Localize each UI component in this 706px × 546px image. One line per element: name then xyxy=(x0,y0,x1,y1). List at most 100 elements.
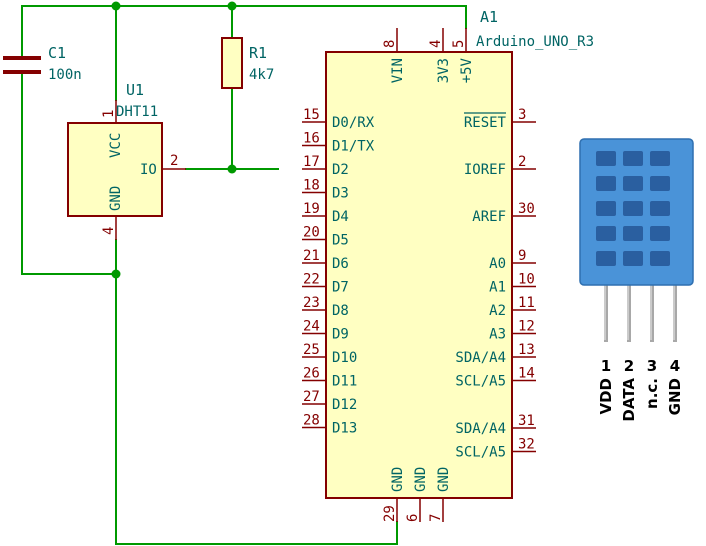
sensor-grille-slot xyxy=(650,151,670,166)
arduino-pin-num: 22 xyxy=(303,272,320,288)
arduino-ref: A1 xyxy=(480,8,498,26)
sensor-legs xyxy=(604,282,677,342)
arduino-pin-num: 20 xyxy=(303,225,320,241)
arduino-pin-name: A0 xyxy=(489,256,506,272)
arduino-pin-num: 3 xyxy=(518,107,526,123)
arduino-pin-name: A3 xyxy=(489,327,506,343)
arduino-value: Arduino_UNO_R3 xyxy=(476,34,594,50)
arduino-pin-name: A1 xyxy=(489,280,506,296)
arduino-pin-name: D9 xyxy=(332,327,349,343)
arduino-pin-num: 17 xyxy=(303,154,320,170)
sensor-grille-slot xyxy=(596,226,616,241)
arduino-pin-name: D5 xyxy=(332,233,349,249)
u1-pin-name: GND xyxy=(108,186,124,211)
u1-value: DHT11 xyxy=(116,104,158,120)
arduino-pin-name: D1/TX xyxy=(332,139,375,155)
arduino-pin-num: 18 xyxy=(303,178,320,194)
arduino-pin-num: 24 xyxy=(303,319,320,335)
sensor-grille-slot xyxy=(596,151,616,166)
arduino-pin-name: VIN xyxy=(390,58,406,83)
u1-body xyxy=(67,122,163,217)
u1-pin-num: 1 xyxy=(101,110,117,118)
junction-dot xyxy=(227,1,237,11)
sensor-grille-slot xyxy=(596,251,616,266)
arduino-pin-name: D10 xyxy=(332,350,357,366)
sensor-grille-slot xyxy=(623,151,643,166)
u1-ref: U1 xyxy=(126,81,144,99)
arduino-pin-name: 3V3 xyxy=(436,58,452,83)
sensor-grille-slot xyxy=(596,201,616,216)
resistor-body xyxy=(221,37,243,89)
arduino-pin-name: D8 xyxy=(332,303,349,319)
capacitor-c1: C1 100n xyxy=(3,44,82,83)
arduino-pin-num: 32 xyxy=(518,437,535,453)
sensor-grille-slot xyxy=(623,226,643,241)
arduino-pin-num: 16 xyxy=(303,131,320,147)
arduino-pin-name: RESET xyxy=(464,115,507,131)
sensor-u1: U1 DHT11 1 VCC GND 4 IO 2 xyxy=(67,81,186,240)
junction-dot xyxy=(111,269,121,279)
arduino-pin-name: SCL/A5 xyxy=(455,445,506,461)
arduino-pin-num: 26 xyxy=(303,366,320,382)
sensor-pin-number: 2 xyxy=(624,357,634,375)
capacitor-value: 100n xyxy=(48,67,82,83)
arduino-pin-name: D4 xyxy=(332,209,349,225)
arduino-pin-name: A2 xyxy=(489,303,506,319)
sensor-grille-slot xyxy=(650,251,670,266)
arduino-pin-num: 11 xyxy=(518,295,535,311)
sensor-pin-number: 3 xyxy=(647,357,657,375)
arduino-pin-num: 23 xyxy=(303,295,320,311)
sensor-grille-slot xyxy=(623,201,643,216)
arduino-pin-num: 27 xyxy=(303,389,320,405)
sensor-pin-label: VDD xyxy=(597,378,615,415)
u1-pin-num: 4 xyxy=(101,227,117,235)
arduino-pin-name: D0/RX xyxy=(332,115,375,131)
arduino-pin-name: D13 xyxy=(332,421,357,437)
arduino-pin-num: 10 xyxy=(518,272,535,288)
arduino-pin-num: 21 xyxy=(303,248,320,264)
arduino-pin-num: 9 xyxy=(518,248,526,264)
resistor-ref: R1 xyxy=(249,44,267,62)
sensor-pin-label: GND xyxy=(666,378,684,415)
arduino-pin-num: 29 xyxy=(382,505,398,522)
wires xyxy=(21,1,467,545)
arduino-pin-name: SCL/A5 xyxy=(455,374,506,390)
arduino-pin-num: 2 xyxy=(518,154,526,170)
arduino-pin-name: D7 xyxy=(332,280,349,296)
u1-pin-num: 2 xyxy=(170,153,178,169)
sensor-grille-slot xyxy=(596,176,616,191)
arduino-pin-name: IOREF xyxy=(464,162,506,178)
arduino-pin-num: 6 xyxy=(405,514,421,522)
sensor-pin-number: 4 xyxy=(670,357,680,375)
sensor-pin-number: 1 xyxy=(601,357,611,375)
sensor-grille-slot xyxy=(650,226,670,241)
arduino-pin-name: D12 xyxy=(332,397,357,413)
arduino-pin-name: GND xyxy=(413,467,429,492)
u1-pin-name: IO xyxy=(140,162,157,178)
arduino-pin-name: D11 xyxy=(332,374,357,390)
junction-dot xyxy=(111,1,121,11)
sensor-pin-label: DATA xyxy=(620,378,638,422)
arduino-pin-name: SDA/A4 xyxy=(455,350,506,366)
arduino-pin-num: 28 xyxy=(303,413,320,429)
arduino-body xyxy=(325,51,513,499)
arduino-pin-num: 14 xyxy=(518,366,535,382)
arduino-pin-num: 5 xyxy=(451,40,467,48)
arduino-pin-name: D6 xyxy=(332,256,349,272)
arduino-pin-num: 31 xyxy=(518,413,535,429)
sensor-pin-label: n.c. xyxy=(643,378,661,409)
arduino-pin-name: GND xyxy=(390,467,406,492)
arduino-pin-num: 25 xyxy=(303,342,320,358)
arduino-pin-num: 7 xyxy=(428,514,444,522)
resistor-r1: R1 4k7 xyxy=(221,37,274,89)
arduino-pin-num: 8 xyxy=(382,40,398,48)
arduino-pin-num: 30 xyxy=(518,201,535,217)
arduino-pin-name: SDA/A4 xyxy=(455,421,506,437)
arduino-pin-num: 13 xyxy=(518,342,535,358)
resistor-value: 4k7 xyxy=(249,67,274,83)
junction-dot xyxy=(227,164,237,174)
